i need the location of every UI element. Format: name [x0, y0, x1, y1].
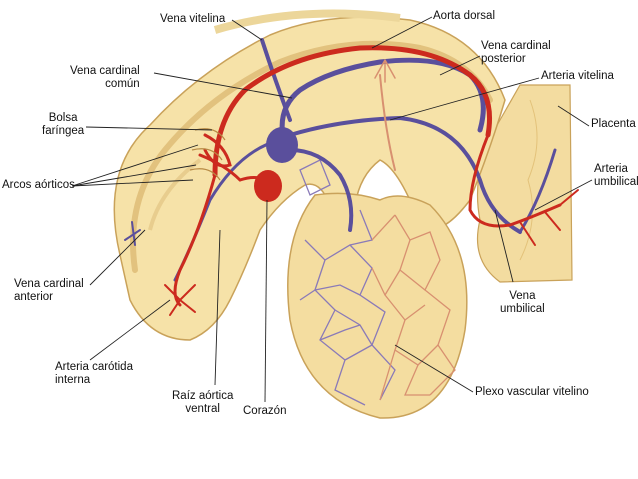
label-vena-cardinal-posterior: Vena cardinal posterior	[481, 40, 551, 65]
label-arteria-vitelina: Arteria vitelina	[541, 70, 614, 82]
label-plexo-vascular-vitelino: Plexo vascular vitelino	[475, 386, 589, 398]
label-arteria-carotida-interna: Arteria carótida interna	[55, 361, 133, 386]
label-aorta-dorsal: Aorta dorsal	[433, 10, 496, 22]
label-arteria-umbilical: Arteria umbilical	[594, 163, 638, 188]
label-vena-cardinal-anterior: Vena cardinal anterior	[14, 278, 84, 303]
label-arcos-aorticos: Arcos aórticos	[2, 179, 75, 191]
label-vena-cardinal-comun: Vena cardinal común	[70, 65, 140, 90]
label-vena-umbilical: Vena umbilical	[500, 290, 545, 315]
label-vena-vitelina: Vena vitelina	[160, 13, 226, 25]
label-placenta: Placenta	[591, 118, 636, 130]
vitelline-plexus	[299, 159, 456, 406]
label-corazon: Corazón	[243, 405, 287, 417]
heart	[254, 127, 298, 202]
label-bolsa-faringea: Bolsa faríngea	[42, 112, 85, 137]
leader-lines	[71, 16, 593, 403]
label-raiz-aortica-ventral: Raíz aórtica ventral	[172, 390, 234, 415]
